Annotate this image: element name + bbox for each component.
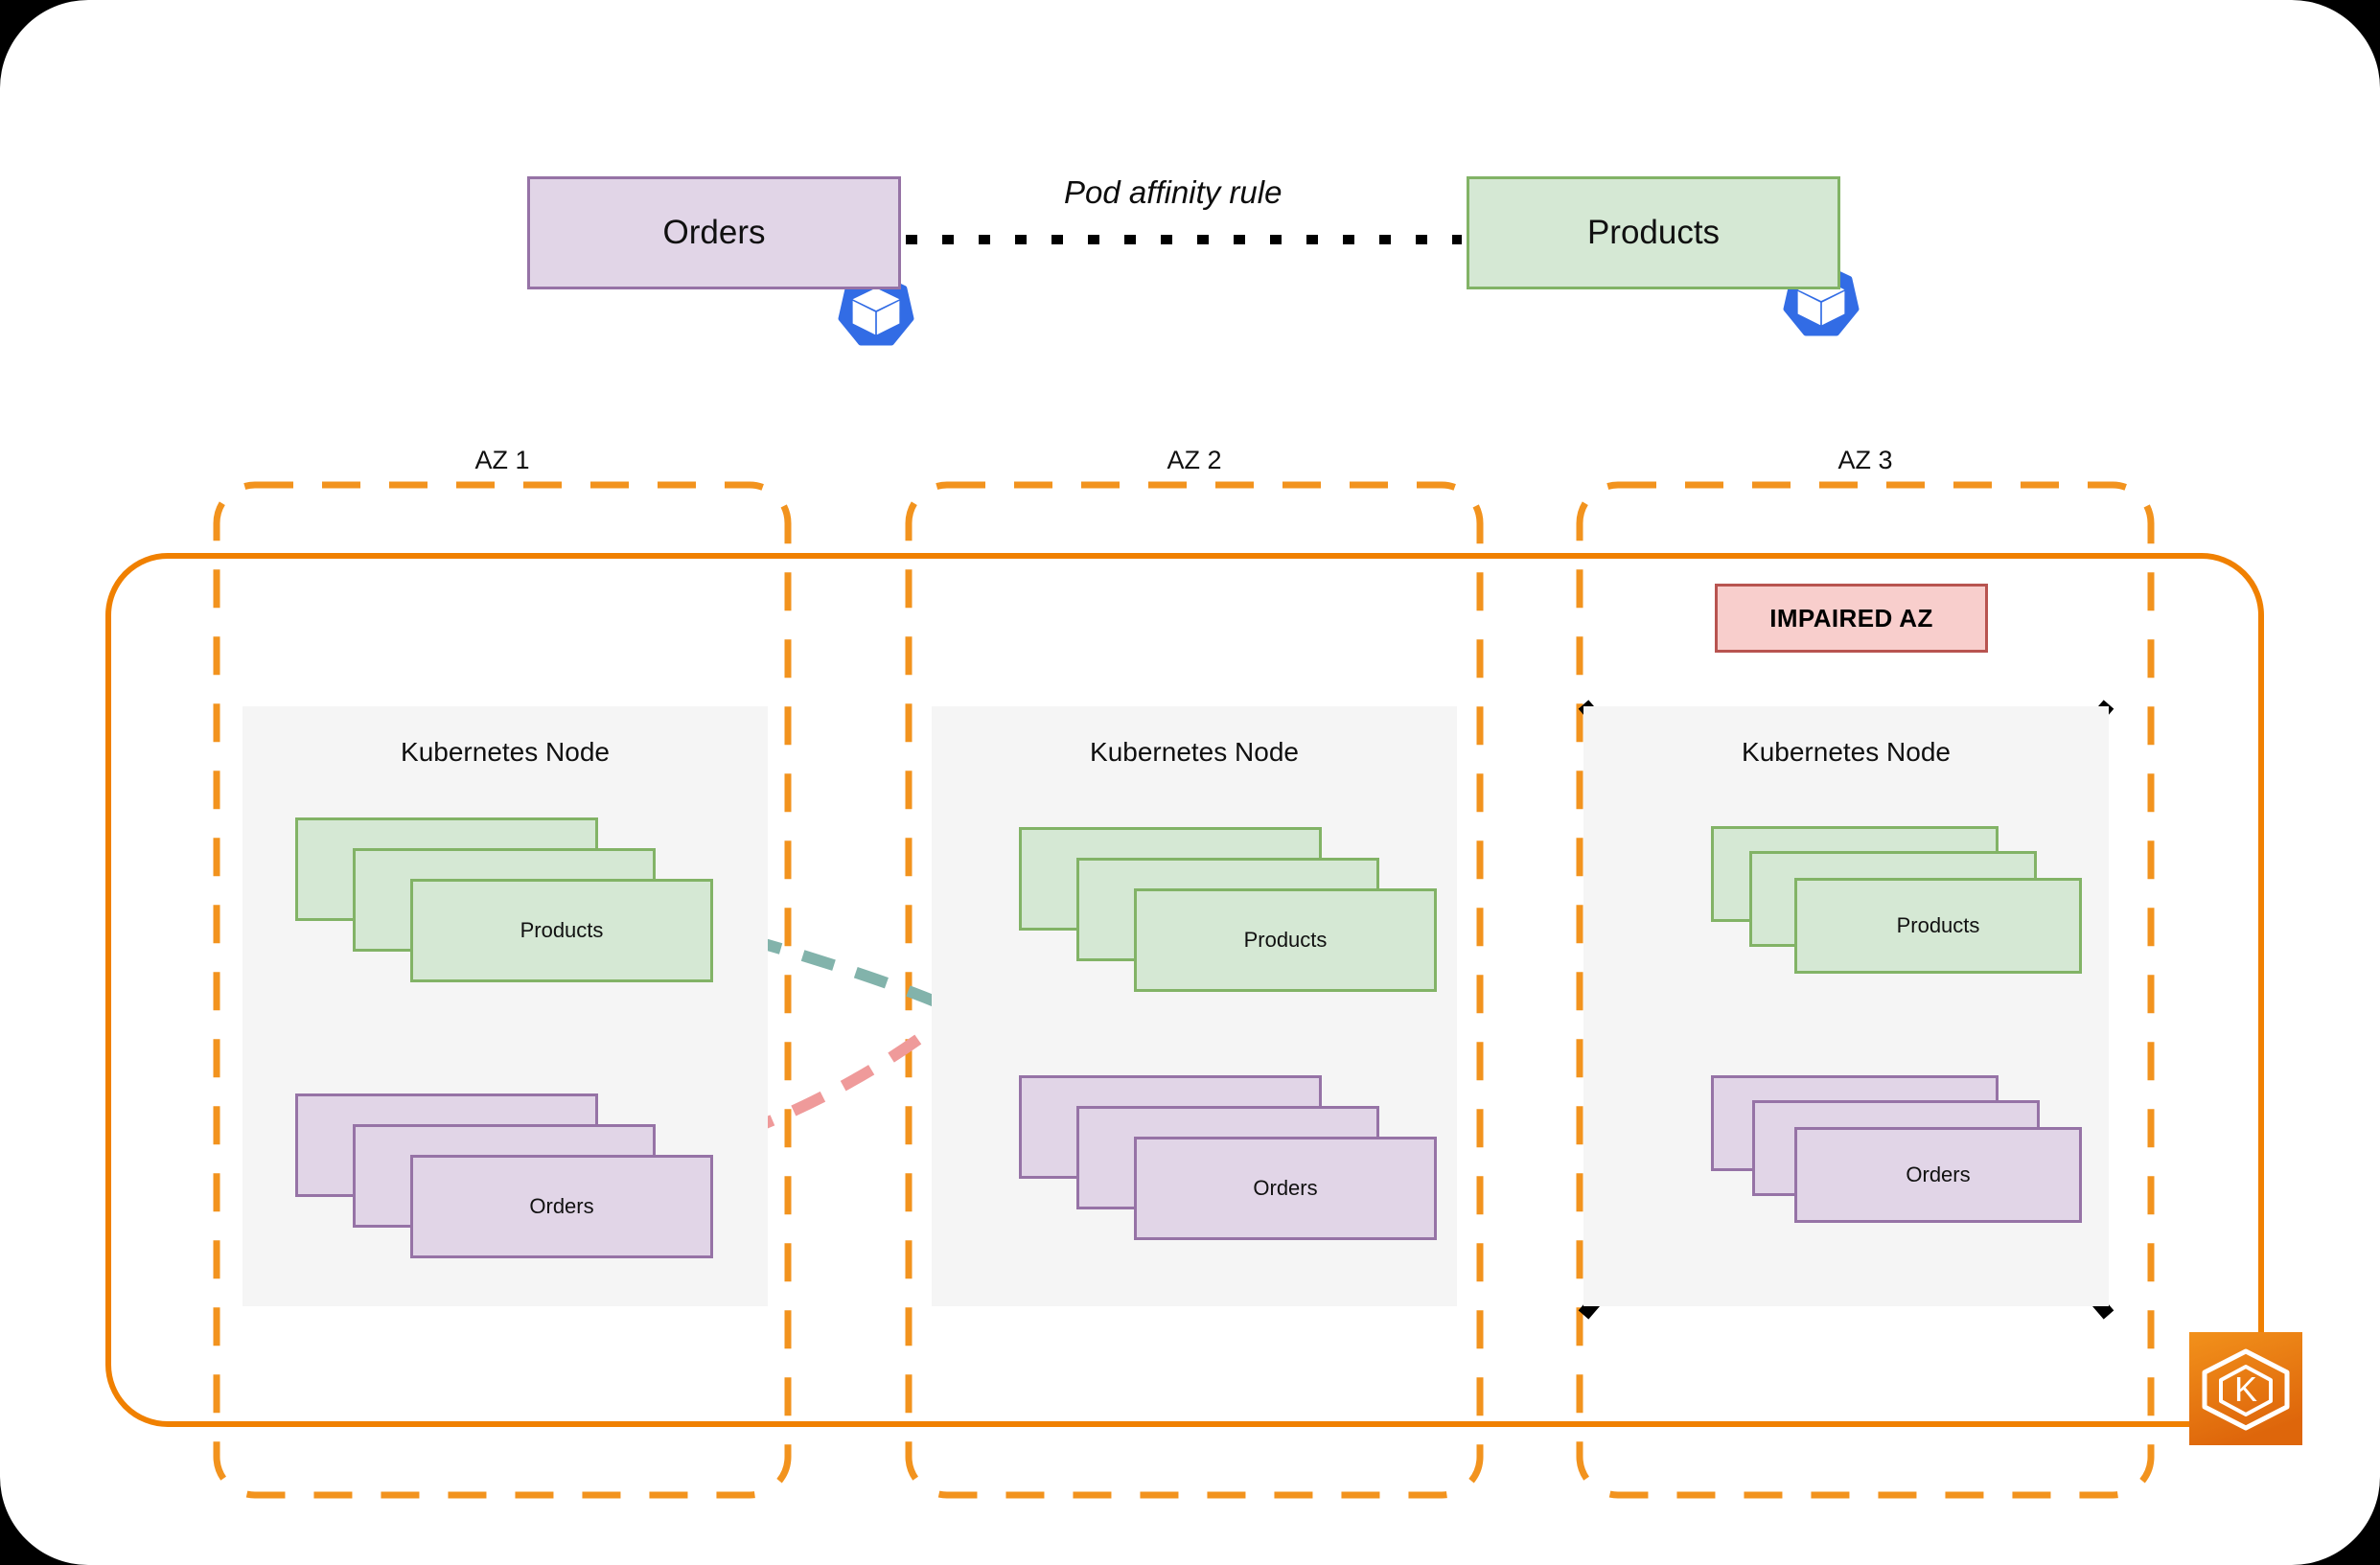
legend-orders-box[interactable]: Orders [527, 176, 901, 289]
az3-products-pod-label: Products [1896, 913, 1980, 937]
legend-products-label: Products [1586, 214, 1721, 251]
az3-products-pod-front[interactable]: Products [1794, 878, 2082, 974]
az1-products-pod-front[interactable]: Products [410, 879, 713, 982]
az3-title: AZ 3 [1837, 445, 1893, 474]
az2-node-title: Kubernetes Node [1090, 737, 1299, 767]
az1-orders-pod-front[interactable]: Orders [410, 1155, 713, 1258]
az2-title: AZ 2 [1167, 445, 1222, 474]
az1-products-pod-label: Products [520, 918, 604, 942]
az3-orders-pod-front[interactable]: Orders [1794, 1127, 2082, 1223]
svg-text:K: K [2234, 1369, 2257, 1409]
legend-orders-label: Orders [662, 214, 766, 251]
az2-products-pod-label: Products [1243, 928, 1328, 952]
az1-boundary [213, 481, 792, 1499]
az2-orders-pod-front[interactable]: Orders [1134, 1137, 1437, 1240]
az1-orders-pod-label: Orders [529, 1194, 594, 1218]
az1-node-title: Kubernetes Node [401, 737, 610, 767]
az1-title: AZ 1 [474, 445, 530, 474]
az3-boundary [1576, 481, 2155, 1499]
amazon-eks-logo-icon: K [2189, 1332, 2302, 1445]
pod-affinity-rule-label: Pod affinity rule [1064, 174, 1282, 210]
legend-products-box[interactable]: Products [1467, 176, 1840, 289]
az3-node-title: Kubernetes Node [1742, 737, 1951, 767]
az2-orders-pod-label: Orders [1253, 1176, 1318, 1200]
cluster-boundary [105, 553, 2264, 1427]
az2-products-pod-front[interactable]: Products [1134, 888, 1437, 992]
impaired-az-label: IMPAIRED AZ [1769, 603, 1933, 633]
az3-orders-pod-label: Orders [1906, 1162, 1971, 1186]
impaired-az-badge: IMPAIRED AZ [1715, 584, 1988, 653]
